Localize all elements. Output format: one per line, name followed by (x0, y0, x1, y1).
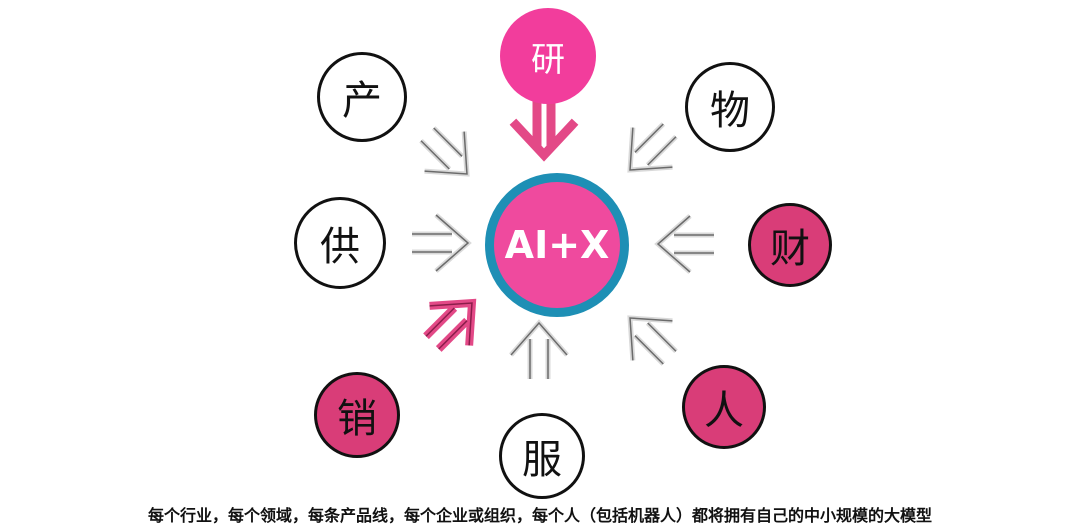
arrow-from-cai (654, 214, 714, 274)
ai-plus-x-diagram: 研 产 物 供 财 销 服 人 AI+X (294, 8, 832, 499)
arrow-from-gong (412, 213, 472, 273)
arrows-layer (412, 100, 714, 379)
center-node-ai-x: AI+X (485, 173, 629, 317)
node-chan: 产 (317, 52, 407, 142)
node-yan: 研 (500, 8, 596, 104)
arrow-from-chan (419, 126, 470, 177)
arrow-from-fu (509, 319, 569, 379)
node-cai: 财 (748, 203, 832, 287)
node-fu: 服 (499, 413, 585, 499)
caption-text: 每个行业，每个领域，每条产品线，每个企业或组织，每个人（包括机器人）都将拥有自己… (147, 506, 932, 525)
arrow-from-xiao (423, 298, 477, 352)
node-wu: 物 (685, 62, 775, 152)
node-gong: 供 (294, 197, 386, 289)
node-ren: 人 (682, 365, 766, 449)
arrow-from-ren (627, 315, 678, 366)
node-xiao: 销 (314, 372, 400, 458)
arrow-from-wu (627, 122, 678, 173)
arrow-from-yan (509, 100, 579, 162)
